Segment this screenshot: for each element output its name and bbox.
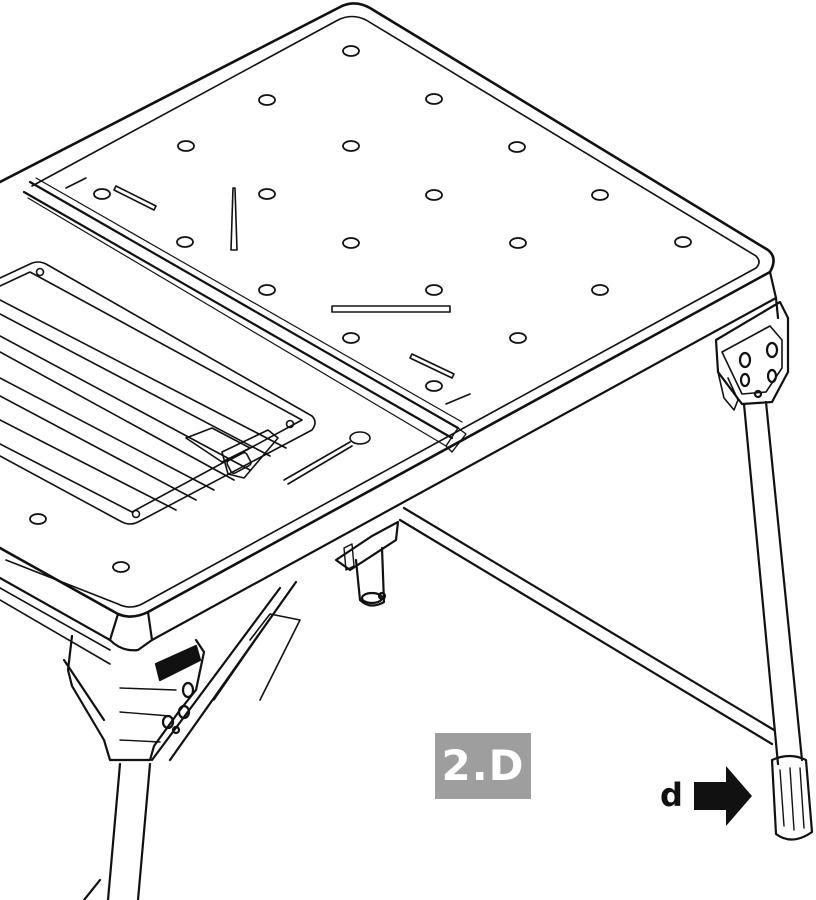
right-leg [714,300,814,841]
sliding-tray [0,261,316,525]
table-slots [65,177,471,485]
brand-logo [154,644,202,682]
callout-label: d [660,776,683,814]
left-leg [62,634,206,900]
dog-holes [29,45,692,573]
table-top [0,2,780,652]
centre-hinge [334,520,400,607]
step-badge: 2.D [435,733,531,799]
cross-braces [150,506,776,762]
clamping-rail [22,177,467,453]
under-frame [0,587,301,701]
arrow-right-icon [694,766,752,826]
